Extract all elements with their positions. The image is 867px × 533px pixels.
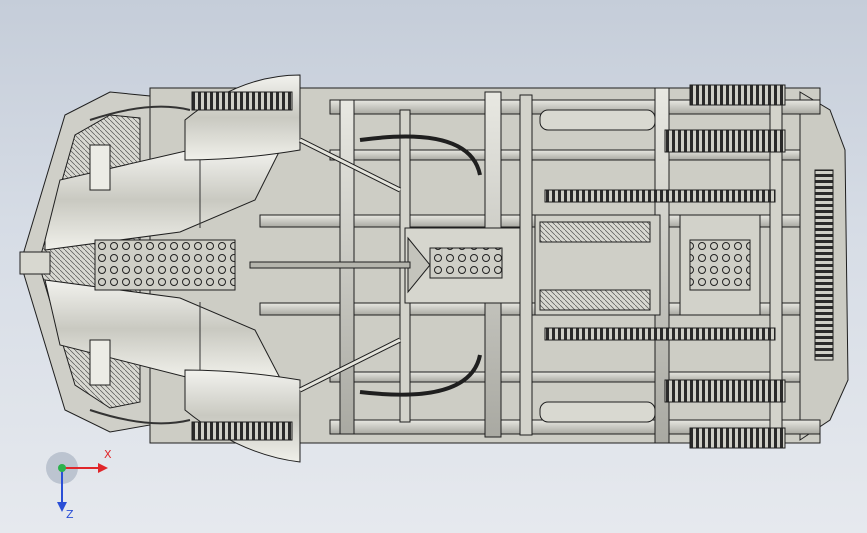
side-skirt-bottom bbox=[539, 401, 656, 423]
side-skirt-top bbox=[539, 109, 656, 131]
rear-diff-holes bbox=[689, 239, 751, 291]
front-wheel-bottom bbox=[191, 421, 293, 441]
cross-beam-4 bbox=[519, 94, 533, 436]
x-axis-label: X bbox=[104, 450, 112, 461]
hose-bottom bbox=[359, 354, 482, 397]
suspension-link-top-hl bbox=[299, 138, 401, 192]
wire-front-top bbox=[89, 105, 191, 121]
rear-wheel-bottom-outer bbox=[689, 427, 786, 449]
suspension-link-bottom-hl bbox=[299, 338, 401, 392]
rear-gear-strip bbox=[814, 169, 834, 361]
chassis bbox=[19, 74, 849, 463]
z-axis-label: Z bbox=[66, 508, 74, 520]
rear-wheel-bottom-inner bbox=[664, 379, 786, 403]
drive-shaft bbox=[249, 261, 411, 269]
front-grille-holes bbox=[94, 239, 236, 291]
center-gearbox-holes bbox=[429, 247, 503, 279]
front-bumper-tip bbox=[19, 251, 51, 275]
rear-gear-chain-top bbox=[544, 189, 776, 203]
front-fender-bottom bbox=[184, 369, 301, 463]
engine-cylinders-bottom bbox=[539, 289, 651, 311]
rear-wheel-top-inner bbox=[664, 129, 786, 153]
headlight-top bbox=[89, 144, 111, 191]
rear-gear-chain-bottom bbox=[544, 327, 776, 341]
coordinate-triad-icon: X Z bbox=[46, 450, 112, 520]
headlight-bottom bbox=[89, 339, 111, 386]
engine-cylinders-top bbox=[539, 221, 651, 243]
rear-wheel-top-outer bbox=[689, 84, 786, 106]
hose-top bbox=[359, 134, 482, 176]
wire-front-bottom bbox=[89, 409, 191, 425]
front-wheel-top bbox=[191, 91, 293, 111]
